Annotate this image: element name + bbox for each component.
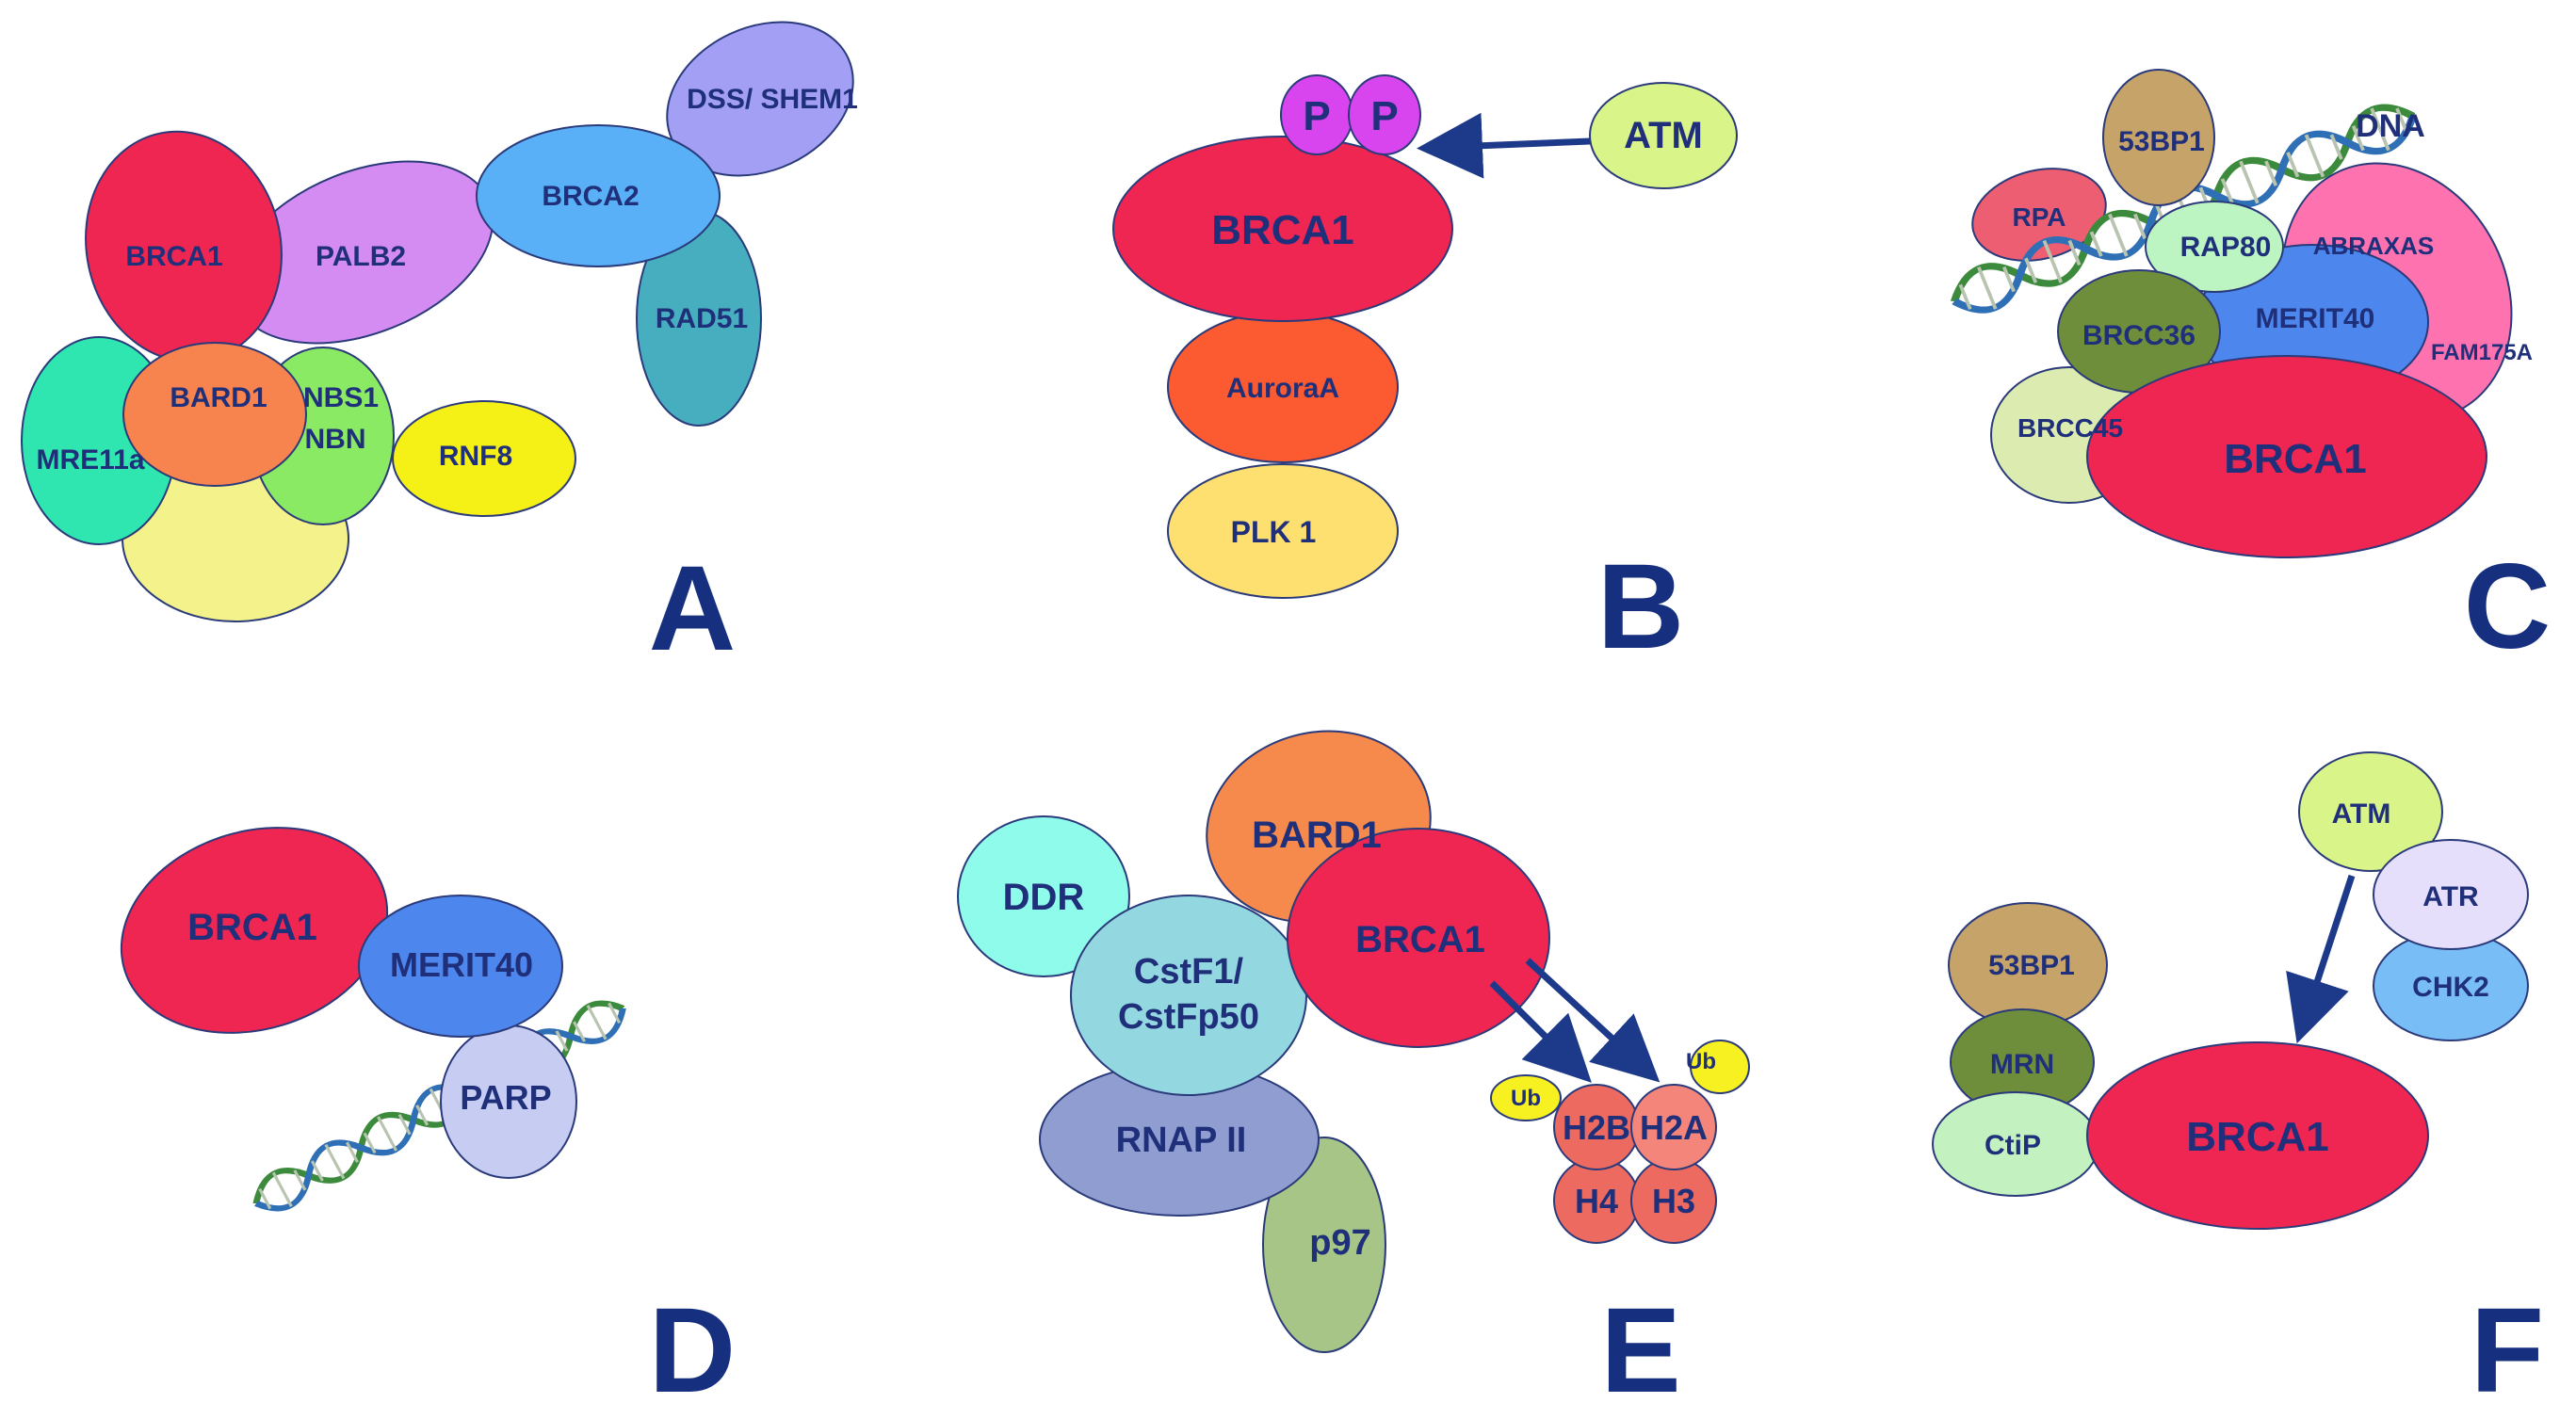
label-brcc36: BRCC36 [2082,320,2195,351]
label-parp: PARP [460,1078,551,1117]
node-cstf [1070,895,1307,1096]
panel-letter-a: A [649,541,736,676]
node-atm [1589,82,1738,189]
label-53bp1: 53BP1 [2118,126,2205,157]
panel-letter-e: E [1600,1283,1680,1403]
arrow-atm-to-brca1 [2286,874,2356,1044]
node-brca1 [120,827,389,1034]
node-53bp1 [2102,69,2215,206]
label-ub-1: Ub [1511,1086,1541,1111]
label-atr: ATR [2422,881,2479,912]
arrow-brca1-to-h2b [1489,980,1592,1083]
node-brca1 [2086,1041,2429,1230]
node-bard1 [122,342,307,487]
node-h2a [1630,1084,1717,1170]
arrow-brca1-to-h2a [1525,958,1661,1083]
panel-letter-b: B [1597,540,1684,674]
label-h2a: H2A [1640,1108,1708,1147]
label-dna: DNA [2356,108,2425,144]
label-atm: ATM [2332,798,2391,830]
label-aurora: AuroraA [1226,373,1339,404]
panel-c: DNA 53BP1 RPA RAP80 ABRAXAS FAM175A MERI… [1946,69,2551,674]
label-h2b: H2B [1563,1108,1630,1147]
node-atm [2298,751,2443,872]
panel-d: BRCA1 MERIT40 PARP D [120,827,736,1403]
label-abraxas: ABRAXAS [2313,232,2435,260]
panel-e: BARD1 DDR BRCA1 CstF1/ CstFp50 RNAP II p… [957,730,1750,1403]
label-plk1: PLK 1 [1231,515,1317,549]
label-chk2: CHK2 [2412,972,2489,1003]
label-merit40: MERIT40 [2256,303,2375,334]
label-rad51: RAD51 [656,303,748,334]
label-cstfp50: CstFp50 [1118,997,1259,1037]
label-nbs1: NBS1 [303,382,379,413]
node-rnf8 [392,400,576,517]
label-rnf8: RNF8 [439,441,512,472]
label-p97: p97 [1309,1223,1370,1263]
label-brca1: BRCA1 [125,241,222,272]
label-mre11a: MRE11a [36,444,144,476]
arrow-atm-to-brca1 [1417,112,1591,179]
label-brca1: BRCA1 [2224,436,2367,482]
label-53bp1: 53BP1 [1988,950,2075,981]
label-brcc45: BRCC45 [2017,413,2123,443]
label-mrn: MRN [1990,1049,2054,1080]
label-palb2: PALB2 [316,241,406,272]
node-brca2 [476,124,721,267]
panel-letter-c: C [2464,540,2551,674]
node-brca1 [2086,355,2487,558]
panel-letter-d: D [649,1283,736,1403]
panel-b: P P ATM BRCA1 AuroraA PLK 1 B [1112,74,1738,674]
label-dss-shem1: DSS/ SHEM1 [687,84,858,115]
label-p-1: P [1303,93,1330,139]
label-brca1: BRCA1 [187,907,317,948]
label-brca1: BRCA1 [1211,207,1354,253]
label-ub-2: Ub [1686,1049,1716,1074]
label-h3: H3 [1652,1182,1695,1220]
label-bard1: BARD1 [1252,814,1382,856]
node-atr [2373,839,2529,950]
panel-f: ATM ATR CHK2 53BP1 MRN CtiP BRCA1 F [1932,751,2544,1403]
panel-letter-f: F [2471,1283,2544,1403]
label-rnap: RNAP II [1116,1121,1247,1160]
label-p-2: P [1370,93,1398,139]
node-p97 [1262,1137,1386,1353]
label-rpa: RPA [2012,202,2066,232]
label-ddr: DDR [1003,877,1085,918]
node-plk1 [1167,463,1399,599]
label-bard1: BARD1 [170,382,267,413]
node-brca1 [1287,828,1550,1048]
panel-a: DSS/ SHEM1 BRCA2 RAD51 PALB2 BRCA1 MRE11… [21,21,858,676]
label-brca1: BRCA1 [2186,1114,2329,1160]
node-ddr [957,815,1130,977]
label-fam175a: FAM175A [2431,340,2533,365]
label-cstf1: CstF1/ [1134,952,1244,992]
node-brca1 [1112,136,1453,322]
node-rap80 [2145,201,2284,293]
node-merit40 [358,895,563,1038]
node-ub-2 [1690,1040,1750,1094]
label-rap80: RAP80 [2180,232,2272,263]
label-atm: ATM [1624,115,1703,156]
label-merit40: MERIT40 [390,945,533,984]
label-nbn: NBN [305,424,366,455]
label-ctip: CtiP [1985,1130,2041,1161]
label-brca2: BRCA2 [542,181,639,212]
label-brca1: BRCA1 [1355,919,1485,960]
label-h4: H4 [1575,1182,1618,1220]
